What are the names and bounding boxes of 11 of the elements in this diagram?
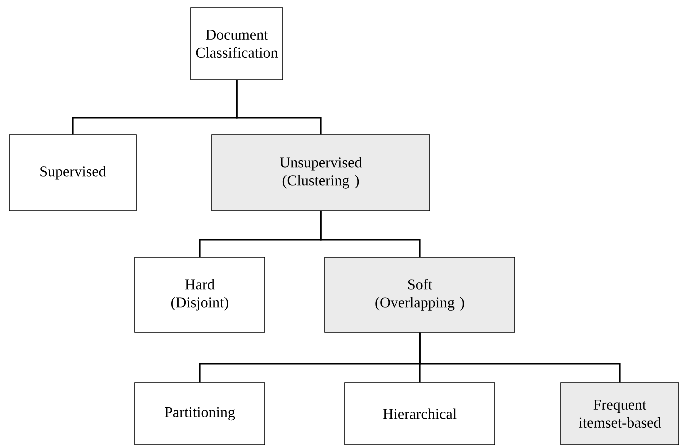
category-box: Soft (Overlapping ) [324, 257, 516, 333]
connector-line [236, 80, 322, 135]
category-box: Hard (Disjoint) [134, 257, 266, 333]
category-box: Partitioning [134, 382, 266, 445]
connector-line [419, 332, 621, 383]
category-box: Supervised [9, 134, 137, 212]
connector-line [320, 211, 421, 258]
category-box: Frequent itemset-based [560, 382, 680, 445]
category-box: Hierarchical [344, 382, 496, 445]
category-box: Unsupervised (Clustering ) [212, 134, 430, 212]
category-box: Document Classification [190, 8, 284, 80]
